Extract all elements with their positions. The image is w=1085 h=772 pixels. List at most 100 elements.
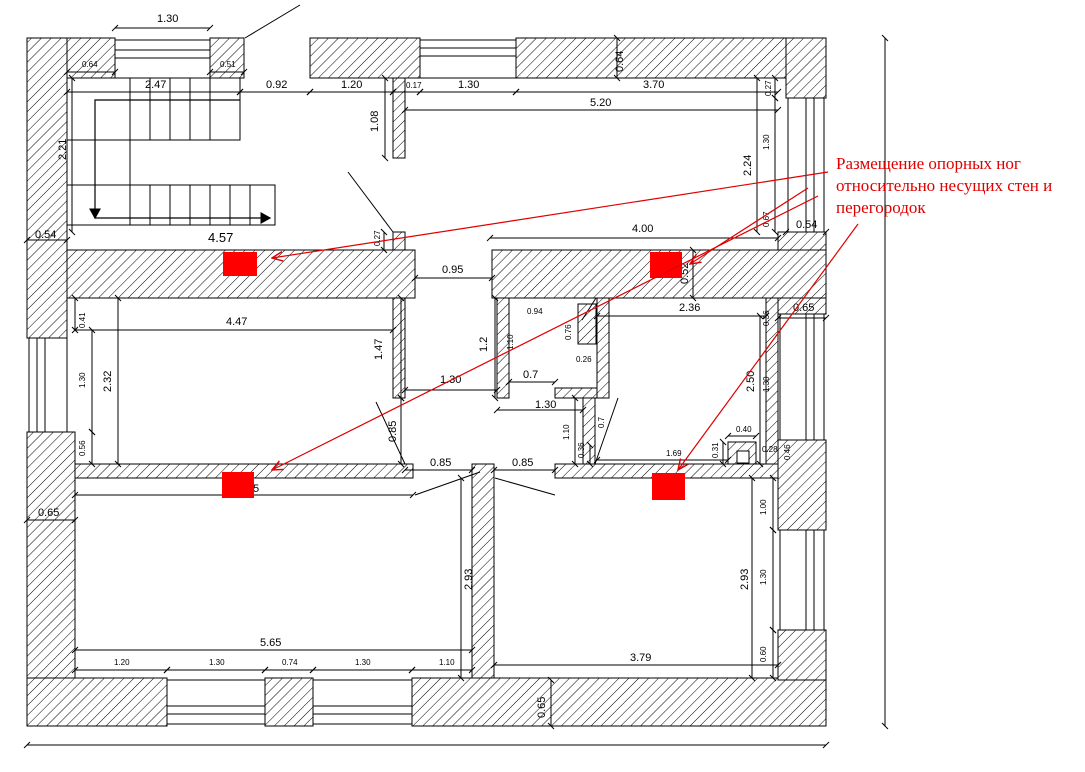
window-bottom-1	[166, 679, 266, 725]
dim-label: 0.26	[576, 355, 592, 364]
dim-label: 0.36	[762, 310, 771, 326]
dim-label: 1.30	[78, 372, 87, 388]
dim-label: 0.92	[266, 79, 287, 91]
annotation-arrows	[272, 171, 859, 470]
dim-label: 0.94	[527, 307, 543, 316]
partition-v-center	[471, 463, 495, 679]
dim-label: 1.30	[762, 134, 771, 150]
dim-label: 0.27	[764, 80, 773, 96]
dim-label: 1.2	[478, 337, 490, 352]
dim-label: 2.21	[57, 139, 69, 160]
dim-label: 0.7	[597, 416, 606, 428]
dim-label: 4.47	[226, 316, 247, 328]
wall-stub-mid	[392, 231, 406, 251]
dim-label: 0.40	[736, 425, 752, 434]
dim-label: 5.65	[260, 637, 281, 649]
dim-label: 2.36	[679, 302, 700, 314]
dim-label: 1.10	[506, 334, 515, 350]
dim-label: 0.76	[564, 324, 573, 340]
windows	[28, 39, 825, 725]
dim-label: 4.57	[208, 230, 233, 245]
dim-label: 0.85	[512, 457, 533, 469]
support-leg-4	[652, 473, 685, 500]
vent-shaft	[577, 303, 597, 345]
wall-left-lower	[26, 431, 76, 681]
dim-label: 0.54	[35, 229, 56, 241]
wall-bottom-left	[26, 677, 168, 727]
dim-label: 0.65	[38, 507, 59, 519]
dim-label: 1.47	[373, 339, 385, 360]
bath-wall-right	[596, 297, 610, 399]
dim-label: 0.95	[442, 264, 463, 276]
wall-bottom-right	[411, 677, 827, 727]
dim-label: 4.00	[632, 223, 653, 235]
arrow-to-leg-4	[678, 223, 859, 470]
dimension-lines	[23, 24, 889, 749]
dim-label: 1.69	[666, 449, 682, 458]
dim-label: 1.30	[458, 79, 479, 91]
dim-label: 0.64	[614, 51, 626, 72]
wall-bottom-mid	[264, 677, 314, 727]
dim-label: 1.30	[157, 13, 178, 25]
arrow-to-leg-1	[272, 171, 829, 258]
window-bottom-2	[312, 679, 413, 725]
dim-label: 1.20	[341, 79, 362, 91]
support-legs-annotation: Размещение опорных ног относительно несу…	[836, 154, 1053, 217]
dim-label: 0.28	[762, 445, 778, 454]
partition-v1	[392, 297, 406, 399]
dim-label: 5	[253, 483, 259, 495]
dim-label: 2.47	[145, 79, 166, 91]
dim-label: 0.7	[523, 369, 538, 381]
wall-right-3	[777, 439, 827, 531]
dim-label: 1.30	[535, 399, 556, 411]
dim-label: 3.79	[630, 652, 651, 664]
dim-label: 0.36	[577, 442, 586, 458]
window-top-left	[114, 39, 211, 79]
wall-left-upper	[26, 37, 68, 339]
support-legs	[222, 252, 685, 500]
wall-right-4	[777, 629, 827, 681]
dim-label: 1.00	[759, 499, 768, 515]
dim-label: 2.93	[463, 569, 475, 590]
dim-label: 0.60	[759, 646, 768, 662]
dim-label: 3.70	[643, 79, 664, 91]
support-leg-3	[222, 472, 254, 498]
arrow-to-leg-3	[272, 195, 819, 470]
dim-label: 1.30	[209, 658, 225, 667]
dim-label: 0.54	[796, 219, 817, 231]
dim-label: 1.20	[114, 658, 130, 667]
dim-label: 2.32	[102, 371, 114, 392]
dim-label: 0.27	[373, 230, 382, 246]
dim-label: 0.17	[406, 81, 422, 90]
wall-top-mid	[309, 37, 421, 79]
staircase	[66, 77, 276, 226]
window-right-2	[779, 313, 825, 441]
dim-label: 5.20	[590, 97, 611, 109]
dim-label: 1.10	[439, 658, 455, 667]
arrow-to-leg-2	[690, 187, 809, 264]
dim-label: 0.41	[78, 312, 87, 328]
dim-label: 0.64	[82, 60, 98, 69]
dim-label: 1.10	[562, 424, 571, 440]
wall-right-1	[785, 37, 827, 99]
dim-label: 2.50	[745, 371, 757, 392]
dim-label: 0.46	[783, 444, 792, 460]
dim-label: 1.30	[762, 376, 771, 392]
dim-label: 2.24	[742, 155, 754, 176]
dim-label: 2.93	[739, 569, 751, 590]
dim-label: 0.67	[762, 211, 771, 227]
outer-walls	[26, 37, 827, 727]
dim-label: 0.85	[387, 421, 399, 442]
window-top-mid	[419, 39, 517, 79]
dim-label: 1.08	[369, 111, 381, 132]
dim-label: 0.85	[430, 457, 451, 469]
window-left	[28, 337, 68, 433]
support-leg-1	[223, 252, 257, 276]
support-leg-2	[650, 252, 682, 278]
wall-top-right	[515, 37, 827, 79]
dim-label: 0.65	[536, 697, 548, 718]
bath-wall-bottom	[554, 387, 598, 399]
dim-label: 0.31	[711, 442, 720, 458]
dim-label: 0.74	[282, 658, 298, 667]
